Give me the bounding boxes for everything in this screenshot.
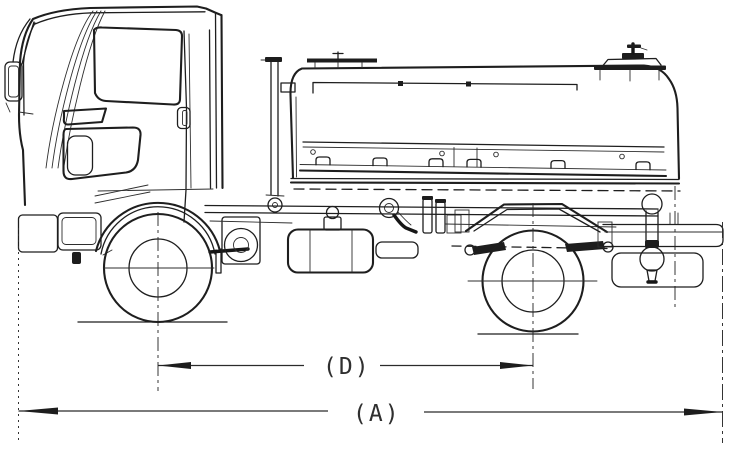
truck-cab bbox=[4, 5, 250, 274]
cab-back-line-2 bbox=[220, 13, 224, 190]
rear-end bbox=[602, 193, 724, 288]
door-lower-panel bbox=[62, 126, 142, 181]
tank-strap-band bbox=[298, 156, 668, 178]
rear-box bbox=[611, 252, 704, 288]
frame-rail-bottom bbox=[204, 211, 659, 217]
side-mirror bbox=[4, 18, 35, 113]
tank-front-inner bbox=[295, 96, 297, 178]
tank-front-bracket bbox=[280, 82, 296, 93]
spring-dash-line bbox=[451, 245, 608, 250]
cab-roof-inner bbox=[34, 11, 206, 25]
dimension-d-arrow-right bbox=[500, 362, 533, 369]
door-handle bbox=[176, 106, 191, 130]
front-bumper bbox=[17, 212, 113, 264]
tow-hook bbox=[72, 252, 81, 264]
front-fender-arch bbox=[94, 201, 222, 274]
door-safety-window bbox=[66, 135, 94, 176]
windshield-pillar bbox=[45, 10, 106, 169]
frame-lower-front bbox=[209, 220, 293, 224]
top-walkway bbox=[307, 51, 377, 69]
cab-back-line-1 bbox=[214, 12, 218, 189]
tank-mid-rails bbox=[302, 141, 665, 168]
wheelbase-label: (D) bbox=[323, 354, 371, 380]
manhole-hatch bbox=[594, 42, 666, 82]
intake-stack bbox=[260, 57, 285, 213]
overall-length-label: (A) bbox=[353, 401, 401, 427]
rear-wheel bbox=[464, 202, 609, 389]
cab-outline bbox=[17, 5, 223, 207]
side-handrail bbox=[312, 81, 578, 94]
air-cleaner bbox=[221, 216, 261, 265]
rear-bumper bbox=[602, 212, 724, 248]
dimension-a-arrow-right bbox=[684, 408, 723, 416]
tank-bottom-1 bbox=[290, 177, 680, 181]
door-rear-edge bbox=[183, 30, 188, 223]
cab-rear-pillar bbox=[208, 29, 212, 189]
front-spring bbox=[208, 247, 250, 254]
cab-floor-line bbox=[97, 188, 214, 192]
discharge-valve bbox=[639, 193, 665, 284]
cowl-crease bbox=[18, 111, 34, 115]
chassis-frame bbox=[204, 204, 659, 250]
dimension-a-line bbox=[18, 410, 723, 413]
dimension-wheelbase: (D) bbox=[158, 354, 533, 380]
front-wheel bbox=[77, 212, 228, 391]
cab-side-window bbox=[92, 26, 184, 106]
fuel-tank bbox=[286, 205, 375, 274]
tank-bottom-2 bbox=[289, 181, 681, 185]
tank-body bbox=[280, 42, 681, 310]
subframe-dash-line bbox=[293, 188, 681, 192]
dimension-a-arrow-left bbox=[18, 407, 58, 415]
rocker-line-2 bbox=[94, 191, 151, 204]
window-sill-vent bbox=[62, 107, 108, 126]
frame-rail-top bbox=[204, 204, 659, 210]
dimension-d-arrow-left bbox=[158, 362, 191, 369]
dimension-overall-length: (A) bbox=[18, 222, 723, 443]
